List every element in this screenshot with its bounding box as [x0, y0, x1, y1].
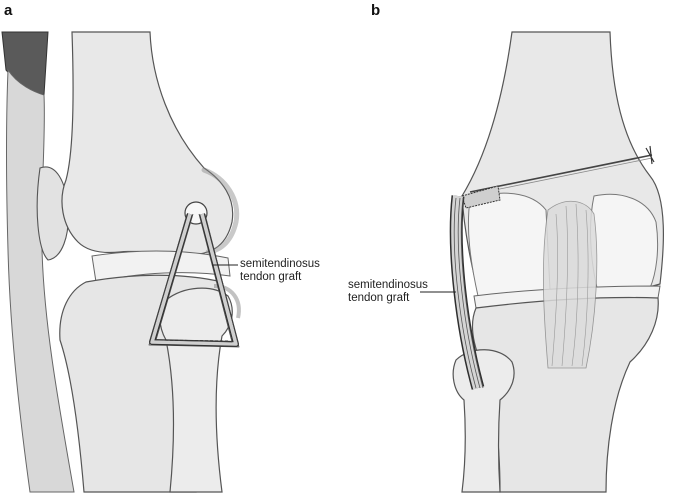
graft-label-a-line2: tendon graft [240, 271, 302, 283]
cruciate-ligaments [543, 201, 598, 369]
ligament-fibers [551, 203, 589, 367]
panel-b-illustration [420, 31, 664, 493]
patellar-tendon [6, 68, 75, 493]
graft-loop-a [148, 213, 240, 348]
patella-bone [36, 166, 69, 261]
graft-label-b-line1: semitendinosus [348, 279, 428, 291]
graft-label-b: semitendinosus tendon graft [348, 279, 428, 305]
fixation-wire [469, 154, 653, 193]
medial-condyle [590, 193, 659, 294]
graft-label-a-line1: semitendinosus [240, 258, 320, 270]
panel-a-illustration [1, 31, 241, 493]
graft-label-a: semitendinosus tendon graft [240, 258, 320, 284]
fibula-bone-b [452, 349, 515, 493]
femoral-cartilage [201, 167, 240, 255]
graft-label-b-line2: tendon graft [348, 292, 410, 304]
lateral-condyle [467, 192, 551, 297]
fixation-wire-inner [489, 157, 653, 192]
graft-strands-b [449, 195, 485, 390]
graft-tunnel-b [461, 185, 501, 209]
panel-a-letter: a [4, 2, 13, 19]
panel-b-letter: b [371, 2, 381, 19]
wire-end-cross [645, 145, 655, 165]
